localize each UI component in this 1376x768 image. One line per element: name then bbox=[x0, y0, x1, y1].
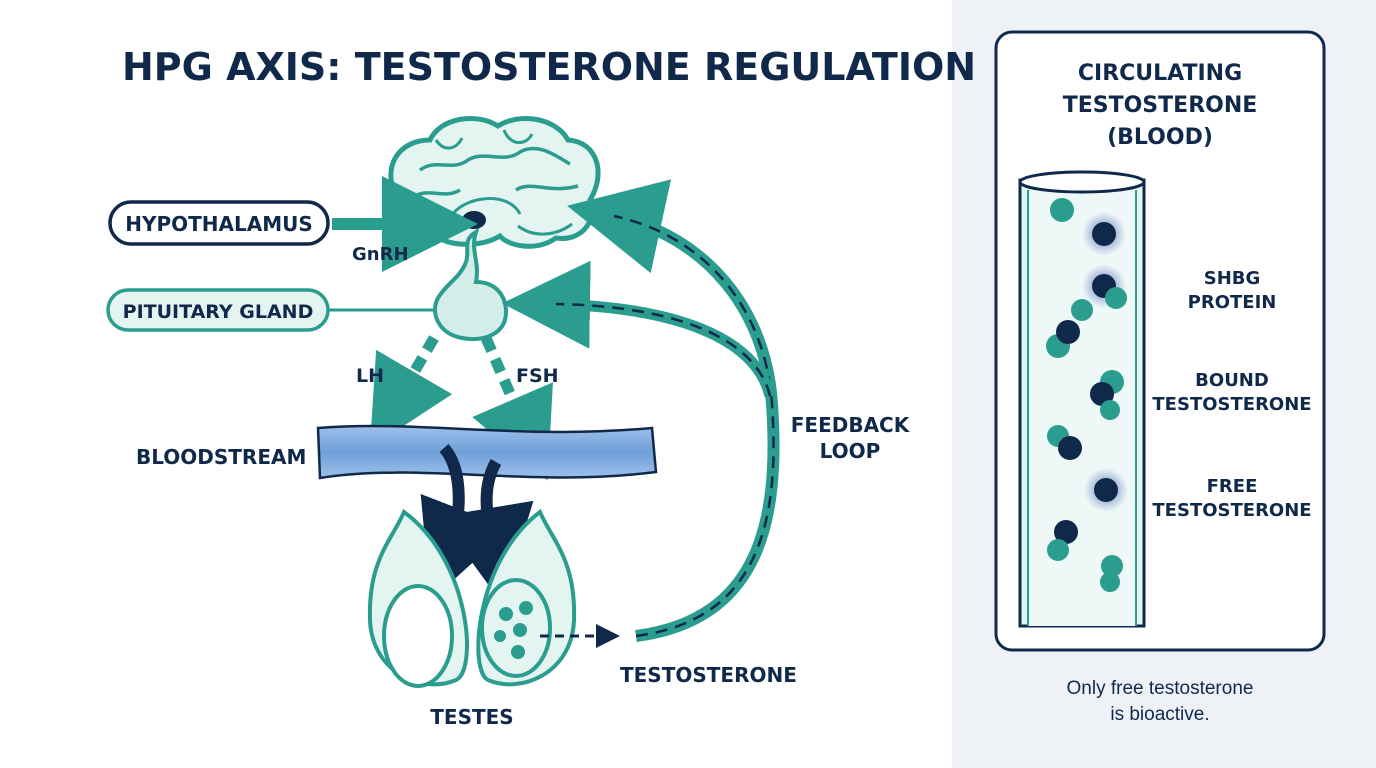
hypothalamus-marker bbox=[462, 211, 486, 229]
free-testosterone bbox=[1094, 478, 1118, 502]
legend-shbg-line1: SHBG bbox=[1204, 268, 1261, 289]
pituitary-gland-illustration bbox=[433, 227, 509, 341]
panel-note-line1: Only free testosterone bbox=[1067, 678, 1254, 699]
panel-note-line2: is bioactive. bbox=[1110, 704, 1209, 725]
legend-bound-line1: BOUND bbox=[1195, 370, 1269, 391]
hypothalamus-label-box bbox=[108, 200, 330, 246]
bloodstream-band bbox=[316, 424, 658, 480]
fsh-label: FSH bbox=[516, 365, 559, 387]
page-title: HPG AXIS: TESTOSTERONE REGULATION bbox=[122, 45, 976, 89]
lh-arrow bbox=[369, 335, 453, 449]
shbg-protein bbox=[1050, 198, 1074, 222]
legend-bound-line2: TESTOSTERONE bbox=[1152, 394, 1311, 415]
hormone-arrow-right bbox=[438, 459, 534, 604]
panel-title-line2: TESTOSTERONE bbox=[1063, 93, 1258, 118]
bound-testosterone bbox=[1047, 539, 1069, 561]
panel-title-line3: (BLOOD) bbox=[1107, 125, 1213, 150]
blood-vessel bbox=[1018, 170, 1146, 628]
legend-shbg-line2: PROTEIN bbox=[1188, 292, 1277, 313]
feedback-label-line1: FEEDBACK bbox=[791, 413, 911, 437]
legend-free-line1: FREE bbox=[1207, 476, 1258, 497]
feedback-dash-inner bbox=[555, 302, 772, 397]
feedback-arrow-pituitary bbox=[502, 260, 776, 398]
panel-title-line1: CIRCULATING bbox=[1078, 61, 1242, 86]
gnrh-label: GnRH bbox=[352, 244, 409, 265]
free-testosterone bbox=[1092, 222, 1116, 246]
feedback-arrow-hypothalamus bbox=[567, 179, 780, 642]
bloodstream-label: BLOODSTREAM bbox=[136, 445, 306, 469]
lh-label: LH bbox=[356, 365, 384, 387]
fsh-arrow bbox=[472, 335, 553, 481]
testosterone-label: TESTOSTERONE bbox=[620, 663, 797, 687]
feedback-label-line2: LOOP bbox=[820, 439, 881, 463]
pituitary-label: PITUITARY GLAND bbox=[123, 301, 314, 323]
testes-label: TESTES bbox=[430, 705, 513, 729]
legend-free-line2: TESTOSTERONE bbox=[1152, 500, 1311, 521]
molecules bbox=[1046, 198, 1128, 592]
testes-illustration bbox=[367, 508, 577, 688]
feedback-dash-outer bbox=[613, 214, 775, 638]
hypothalamus-label: HYPOTHALAMUS bbox=[125, 212, 313, 236]
